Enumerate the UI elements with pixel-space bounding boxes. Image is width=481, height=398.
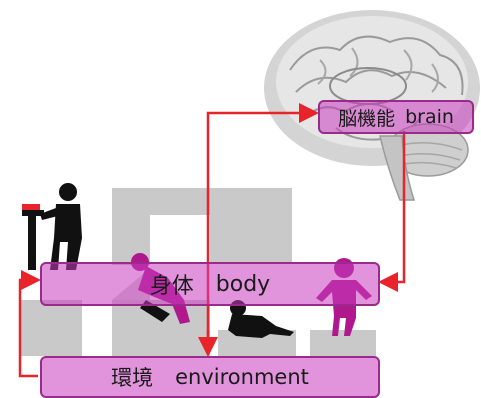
child-at-pedestal-silhouette	[22, 183, 82, 270]
brain-label-jp: 脳機能	[338, 104, 395, 131]
environment-label-jp: 環境	[111, 362, 153, 392]
brain-label-en: brain	[405, 106, 454, 128]
environment-label-box: 環境 environment	[40, 356, 380, 398]
brain-label-box: 脳機能 brain	[318, 100, 474, 134]
gray-step-left	[20, 300, 82, 356]
body-label-box: 身体 body	[40, 262, 380, 306]
environment-label-en: environment	[175, 365, 309, 389]
gray-step-far	[310, 330, 376, 356]
body-label-jp: 身体	[150, 268, 194, 300]
body-label-en: body	[216, 272, 270, 297]
gray-step-mid	[112, 300, 210, 356]
